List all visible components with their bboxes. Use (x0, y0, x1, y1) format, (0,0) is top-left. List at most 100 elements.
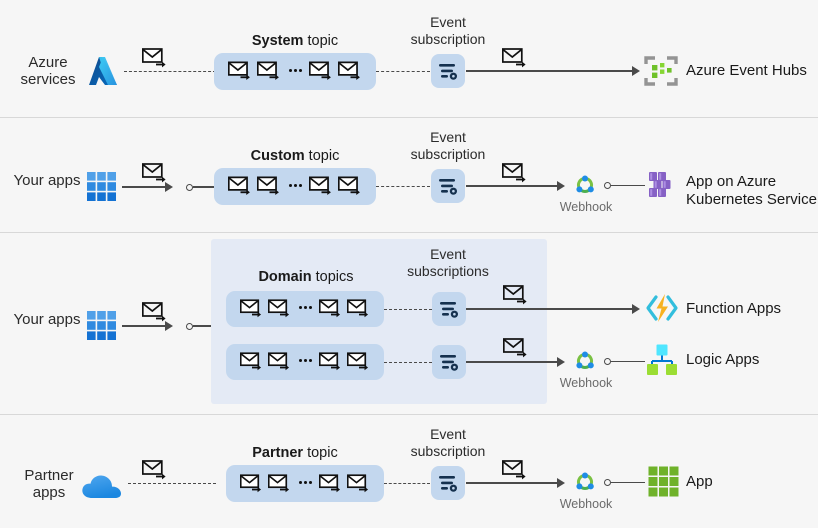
row-divider (0, 117, 818, 118)
event-envelope-icon (346, 352, 371, 372)
connector-subscription-to-webhook (466, 185, 559, 187)
event-subscription-filter-chip-2[interactable] (432, 345, 466, 379)
destination-label-aks: App on Azure Kubernetes Service (686, 173, 817, 208)
arrowhead-icon (632, 304, 640, 314)
destination-label-app: App (686, 473, 713, 490)
ellipsis-icon (288, 183, 302, 187)
filter-gear-icon (439, 179, 457, 195)
event-envelope-icon (239, 473, 264, 494)
destination-label-function-apps: Function Apps (686, 300, 782, 317)
topic-title-partner: Partner topic (214, 445, 376, 461)
envelope-arrow-icon (502, 163, 528, 184)
connector-endpoint-circle (604, 182, 611, 189)
subscriptions-label: Event subscriptions (407, 246, 489, 279)
event-envelope-icon (346, 473, 371, 494)
connector-source-to-domain (122, 325, 167, 327)
event-envelope-icon (227, 176, 253, 197)
subscription-label: Event subscription (410, 426, 486, 459)
kubernetes-icon (646, 168, 680, 202)
event-subscription-filter-chip[interactable] (431, 54, 465, 88)
filter-gear-icon (440, 355, 458, 371)
subscription-label: Event subscription (410, 129, 486, 162)
envelope-arrow-icon (502, 460, 528, 481)
webhook-icon (572, 172, 598, 198)
source-label-your-apps: Your apps (13, 172, 81, 189)
apps-grid-blue-icon (86, 170, 118, 204)
app-grid-green-icon (648, 466, 680, 498)
row-custom-topic: Your apps Custom topic (0, 118, 818, 232)
function-apps-icon (645, 291, 679, 325)
connector-endpoint-circle (604, 479, 611, 486)
envelope-arrow-icon (142, 460, 168, 481)
event-envelope-icon (256, 176, 282, 197)
topic-title-rest: topic (303, 445, 338, 461)
source-label-your-apps: Your apps (13, 311, 81, 328)
ellipsis-icon (298, 306, 312, 309)
connector-subscription-1-to-function-apps (466, 308, 634, 310)
connector-webhook-to-logic-apps (611, 360, 645, 363)
event-envelope-icon (256, 61, 282, 82)
connector-circle-to-topic (193, 186, 215, 188)
topic-pill-partner[interactable] (226, 465, 384, 502)
event-envelope-icon (227, 61, 253, 82)
ellipsis-icon (298, 480, 312, 484)
row-domain-topics: Your apps Domain topics (0, 233, 818, 414)
topic-title-custom: Custom topic (214, 148, 376, 164)
source-label-azure-services: Azure services (20, 54, 76, 88)
domain-topic-pill-1[interactable] (226, 291, 384, 327)
connector-subscription-to-handler (466, 70, 634, 72)
connector-endpoint-circle (186, 183, 193, 191)
event-envelope-icon (239, 352, 264, 372)
topic-title-domain: Domain topics (226, 269, 386, 285)
webhook-icon (572, 469, 598, 495)
topic-title-strong: Partner (252, 445, 304, 461)
topic-title-strong: Domain (258, 269, 312, 285)
ellipsis-icon (288, 68, 302, 72)
envelope-arrow-icon (142, 163, 168, 184)
domain-topic-pill-2[interactable] (226, 344, 384, 380)
event-envelope-icon (318, 352, 343, 372)
webhook-label: Webhook (559, 497, 613, 511)
event-hubs-icon (644, 55, 678, 87)
filter-gear-icon (439, 64, 457, 80)
source-label-partner-apps: Partner apps (24, 467, 74, 501)
event-subscription-filter-chip-1[interactable] (432, 292, 466, 326)
event-envelope-icon (267, 299, 292, 319)
arrowhead-icon (165, 182, 173, 192)
azure-logo-icon (86, 54, 120, 90)
arrowhead-icon (557, 478, 565, 488)
event-envelope-icon (267, 473, 292, 494)
event-envelope-icon (337, 61, 363, 82)
topic-title-system: System topic (214, 33, 376, 49)
topic-pill-custom[interactable] (214, 168, 376, 205)
event-envelope-icon (308, 176, 334, 197)
ellipsis-icon (298, 359, 312, 362)
connector-domain-topic-2-to-subscription (384, 362, 432, 363)
connector-webhook-to-handler (611, 184, 645, 187)
logic-apps-icon (645, 343, 679, 377)
connector-domain-topic-1-to-subscription (384, 309, 432, 310)
event-envelope-icon (318, 473, 343, 494)
connector-topic-to-subscription (384, 483, 430, 484)
envelope-arrow-icon (142, 302, 168, 323)
connector-subscription-to-webhook (466, 482, 559, 484)
event-subscription-filter-chip[interactable] (431, 466, 465, 500)
connector-subscription-2-to-webhook (466, 361, 559, 363)
connector-topic-to-subscription (376, 186, 430, 187)
apps-grid-blue-icon (86, 309, 118, 343)
event-envelope-icon (346, 299, 371, 319)
row-system-topic: Azure services (0, 0, 818, 117)
event-subscription-filter-chip[interactable] (431, 169, 465, 203)
connector-source-to-topic (124, 71, 216, 72)
webhook-icon (572, 348, 598, 374)
envelope-arrow-icon (503, 285, 529, 306)
connector-topic-to-subscription (376, 71, 430, 72)
connector-source-to-topic (122, 186, 167, 188)
destination-label-logic-apps: Logic Apps (686, 351, 760, 368)
subscription-label: Event subscription (410, 14, 486, 47)
filter-gear-icon (440, 302, 458, 318)
row-divider (0, 232, 818, 233)
webhook-label: Webhook (559, 200, 613, 214)
topic-pill-system[interactable] (214, 53, 376, 90)
